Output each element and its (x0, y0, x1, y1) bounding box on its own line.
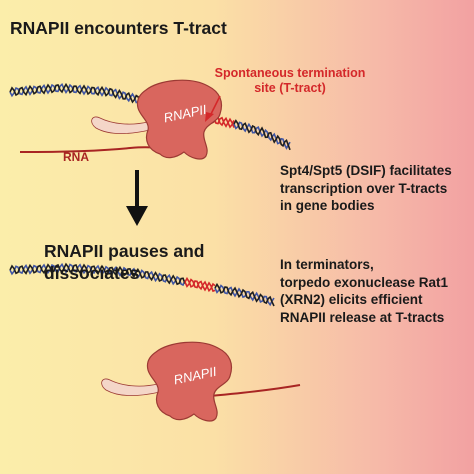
dsif-explanation: Spt4/Spt5 (DSIF) facilitates transcripti… (280, 163, 452, 213)
t-tract-segment-released (184, 276, 216, 293)
rat1-explanation: In terminators, torpedo exonuclease Rat1… (280, 257, 449, 325)
rna-transcript (19, 146, 157, 153)
rnapii-body (146, 341, 233, 422)
transition-arrowhead (126, 206, 148, 226)
termination-site-label: Spontaneous termination site (T-tract) (214, 66, 366, 95)
rnapii-tail (101, 378, 161, 396)
dna-strand (233, 119, 291, 151)
dna-strand (9, 262, 186, 286)
dna-strand (9, 262, 186, 287)
rna-label: RNA (63, 150, 89, 164)
dna-duplex-released-downstream (214, 282, 275, 307)
outcome-title: RNAPII pauses and dissociates (44, 241, 205, 283)
termination-pointer-arrowhead (205, 112, 214, 122)
rnapii-tail (91, 116, 151, 134)
dna-strand (184, 278, 216, 293)
dna-strand (214, 284, 275, 307)
scene-title: RNAPII encounters T-tract (10, 18, 227, 38)
dna-strand (9, 82, 141, 104)
dna-strand (9, 82, 141, 104)
dna-duplex-upstream (9, 82, 141, 104)
rnapii-polymerase: RNAPII (91, 79, 223, 160)
dna-duplex-released-upstream (9, 262, 186, 287)
dna-strand (184, 276, 216, 293)
dna-strand (233, 121, 291, 150)
dna-duplex-downstream (233, 119, 291, 151)
rnapii-polymerase-released: RNAPII (101, 341, 233, 422)
dna-strand (214, 282, 275, 307)
rnapii-body (136, 79, 223, 160)
termination-pointer-arrow (209, 95, 221, 117)
